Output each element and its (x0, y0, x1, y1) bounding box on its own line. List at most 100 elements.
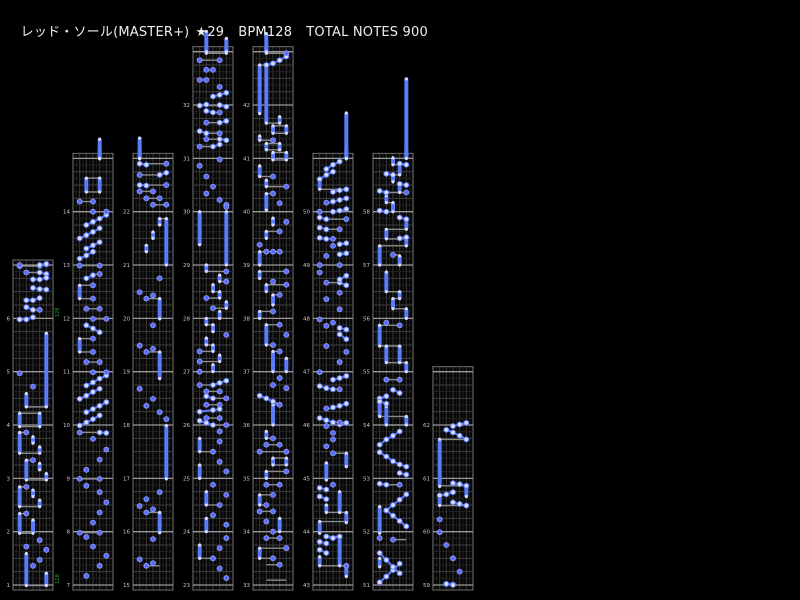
tap-note (216, 415, 223, 421)
slide-node (256, 392, 263, 399)
hold-end (398, 254, 402, 258)
hold-start (398, 190, 402, 195)
slide-node (383, 393, 390, 400)
hold-end (198, 463, 202, 467)
slide-node (90, 229, 96, 235)
hold-start (264, 343, 268, 347)
hold-end (258, 134, 262, 138)
hold-end (211, 283, 215, 287)
slide-node (196, 102, 203, 109)
slide-node (103, 399, 110, 405)
slide-node (163, 169, 170, 176)
hold-start (204, 503, 208, 507)
hold-end (164, 423, 168, 428)
hold-note (77, 285, 82, 299)
slide-node (336, 331, 343, 338)
measure-number: 11 (63, 370, 70, 376)
measure-number: 27 (183, 370, 190, 376)
hold-end (158, 510, 162, 515)
slide-node (316, 176, 323, 183)
slide-node (43, 274, 50, 281)
tap-note (156, 195, 163, 202)
slide-node (403, 471, 410, 478)
slide-node (83, 392, 90, 399)
slide-node (383, 170, 390, 177)
slide-node (216, 379, 223, 386)
tap-note (216, 83, 223, 90)
measure-number: 53 (363, 476, 370, 482)
measure-number: 14 (63, 210, 70, 216)
slide-node (83, 409, 90, 416)
slide-node (390, 171, 396, 178)
hold-note (257, 548, 262, 559)
tap-note (83, 573, 90, 579)
tap-note (36, 557, 43, 563)
tap-note (403, 189, 410, 196)
slide-node (96, 412, 103, 419)
tap-note (136, 503, 143, 509)
hold-end (204, 490, 208, 494)
hold-end (144, 243, 148, 247)
tap-note (136, 171, 143, 178)
hold-end (38, 411, 42, 415)
tap-note (283, 183, 290, 190)
slide-node (390, 502, 396, 508)
slide-node (403, 491, 410, 498)
hold-note (17, 513, 22, 534)
measure-number: 49 (303, 263, 310, 269)
hold-end (158, 297, 162, 301)
slide-node (136, 160, 143, 167)
tap-note (323, 199, 330, 206)
tap-note (90, 369, 96, 376)
measure-number: 23 (183, 583, 190, 589)
tap-note (96, 529, 103, 536)
slide-node (396, 570, 403, 577)
hold-start (218, 279, 222, 284)
slide-node (343, 206, 350, 212)
hold-start (218, 296, 222, 300)
measure-number: 39 (243, 263, 250, 269)
tap-note (316, 369, 323, 376)
tap-note (136, 188, 143, 195)
hold-start (378, 414, 382, 419)
hold-end (264, 229, 268, 234)
hold-start (271, 158, 275, 162)
slide-node (330, 161, 336, 168)
song-title: レッド・ソール(MASTER+) (20, 25, 190, 40)
hold-end (271, 216, 275, 220)
slide-node (456, 501, 463, 507)
slide-node (383, 208, 390, 215)
slide-node (376, 550, 383, 556)
hold-note (257, 251, 262, 266)
tap-note (283, 468, 290, 475)
tap-note (103, 369, 110, 376)
hold-start (271, 370, 275, 374)
hold-start (344, 521, 348, 525)
tap-note (283, 331, 290, 338)
hold-start (271, 303, 275, 307)
hold-note (464, 485, 469, 497)
tap-note (443, 542, 450, 548)
hold-end (218, 273, 222, 277)
hold-end (324, 461, 328, 465)
hold-note (277, 143, 282, 150)
hold-start (398, 263, 402, 267)
chart-header: レッド・ソール(MASTER+)★29BPM128TOTAL NOTES 900 (12, 6, 442, 40)
slide-node (83, 232, 90, 239)
hold-start (338, 564, 342, 568)
hold-end (378, 505, 382, 509)
tap-note (90, 435, 96, 442)
hold-start (384, 290, 388, 294)
hold-start (391, 163, 395, 167)
tap-note (263, 518, 270, 525)
tap-note (83, 534, 90, 540)
hold-start (164, 477, 168, 481)
hold-note (264, 33, 269, 52)
slide-node (270, 60, 276, 67)
tap-note (143, 402, 150, 409)
hold-start (318, 564, 322, 568)
slide-node (396, 518, 403, 524)
slide-node (143, 182, 150, 189)
slide-node (390, 386, 396, 393)
tap-note (136, 342, 143, 349)
